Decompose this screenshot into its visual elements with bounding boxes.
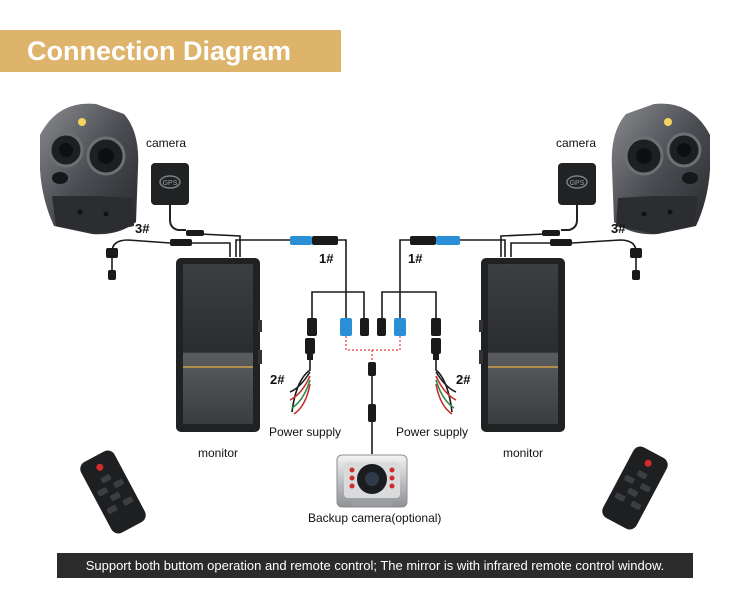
camera-label-left: camera [146, 136, 187, 150]
cable-1-label-left: 1# [319, 251, 334, 266]
title-banner: Connection Diagram [0, 30, 341, 72]
page-title: Connection Diagram [27, 36, 292, 66]
cable-3-label-left: 3# [135, 221, 150, 236]
camera-label-right: camera [556, 136, 597, 150]
right-connectors [377, 230, 642, 360]
right-power-wires [435, 371, 457, 415]
backup-camera-label: Backup camera(optional) [308, 511, 442, 525]
cable-1-label-right: 1# [408, 251, 423, 266]
monitor-label-left: monitor [198, 446, 239, 460]
monitor-label-right: monitor [503, 446, 544, 460]
right-gps-module: GPS [558, 163, 596, 231]
gps-badge-left: GPS [163, 180, 178, 187]
cable-3-label-right: 3# [611, 221, 626, 236]
left-connectors [106, 230, 369, 360]
left-gps-module: GPS [151, 163, 189, 231]
footer-note: Support both buttom operation and remote… [57, 553, 693, 578]
right-remote-control [602, 446, 668, 530]
left-dual-camera [40, 103, 139, 235]
cable-2-label-right: 2# [456, 372, 471, 387]
backup-camera-link [345, 336, 401, 454]
left-monitor [176, 258, 262, 432]
power-supply-label-right: Power supply [396, 425, 469, 439]
gps-badge-right: GPS [570, 180, 585, 187]
left-remote-control [80, 450, 146, 534]
backup-camera [336, 454, 408, 508]
right-monitor [479, 258, 565, 432]
left-power-wires [289, 371, 311, 415]
power-supply-label-left: Power supply [269, 425, 342, 439]
footer-text: Support both buttom operation and remote… [85, 558, 665, 573]
right-dual-camera [611, 103, 710, 235]
cable-2-label-left: 2# [270, 372, 285, 387]
